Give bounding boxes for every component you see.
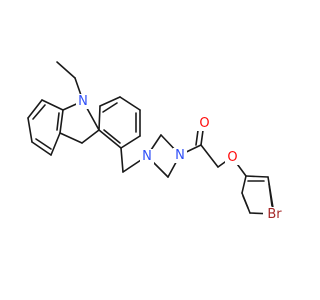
left-ring-double-3 — [56, 112, 60, 131]
bromophenyl-bond-1 — [245, 175, 269, 178]
right-ring-bond-1 — [98, 105, 101, 131]
bromophenyl-double-3 — [242, 195, 249, 209]
atom-n-piperazine-right-label: N — [175, 148, 185, 163]
left-ring-double-1 — [32, 104, 46, 120]
atom-o-ether-label: O — [227, 150, 237, 165]
bond-layer — [27, 61, 275, 215]
bromophenyl-bond-5 — [241, 175, 247, 194]
right-ring-bond-6 — [98, 129, 122, 149]
carbazole-bond-c4b-c8a — [81, 129, 100, 144]
linker-bond-c-ch2 — [200, 144, 219, 168]
bromophenyl-double-2 — [268, 183, 273, 207]
right-ring-bond-2 — [99, 96, 121, 107]
left-ring-bond-1 — [41, 99, 64, 111]
structure-diagram: N N N O O Br — [27, 61, 286, 222]
left-ring-bond-2 — [27, 99, 43, 119]
left-ring-double-2 — [35, 138, 52, 150]
atom-br-label: Br — [267, 207, 282, 222]
right-ring-bond-3 — [119, 96, 141, 111]
left-ring-bond-5 — [50, 132, 61, 156]
atom-n-piperazine-left: N — [140, 149, 154, 164]
atom-n-carbazole-label: N — [78, 94, 88, 109]
atom-n-piperazine-left-label: N — [142, 149, 152, 164]
atom-label-layer: N N N O O Br — [76, 94, 286, 222]
atom-o-carbonyl: O — [197, 116, 212, 131]
atom-n-carbazole: N — [76, 94, 90, 109]
ethyl-bond-ch2-ch3 — [56, 61, 76, 79]
left-ring-bond-3 — [27, 117, 33, 143]
atom-n-piperazine-right: N — [173, 148, 187, 163]
right-ring-bond-5 — [120, 135, 141, 149]
right-ring-double-3 — [103, 129, 121, 144]
right-ring-double-1 — [102, 102, 118, 113]
carbazole-bond-c9a-c4a — [59, 109, 64, 134]
carbazole-bond-c4a-c4b — [59, 132, 83, 144]
left-ring-bond-4 — [31, 141, 52, 156]
atom-br: Br — [263, 207, 286, 222]
linker-bond-ring-ch2 — [120, 147, 124, 173]
atom-o-ether: O — [225, 150, 240, 165]
atom-o-carbonyl-label: O — [199, 116, 209, 131]
